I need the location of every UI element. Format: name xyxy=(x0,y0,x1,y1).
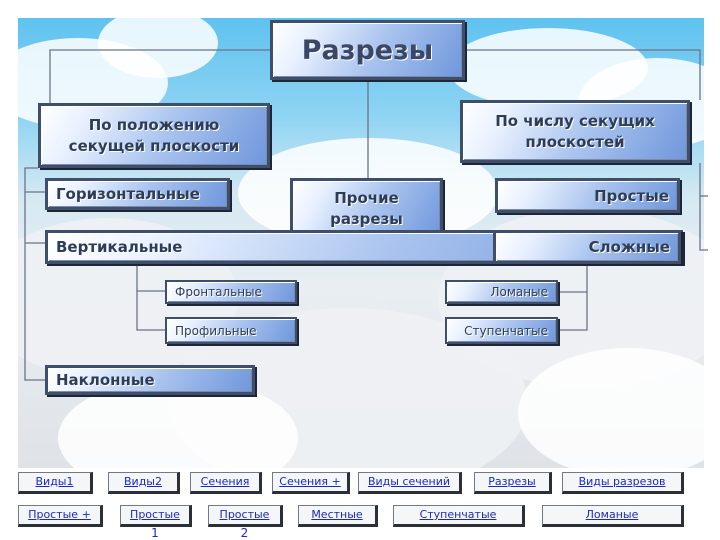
stepped-box: Ступенчатые xyxy=(445,317,558,344)
inclined-box: Наклонные xyxy=(45,365,255,395)
nav-button-lomanye[interactable]: Ломаные xyxy=(542,505,684,527)
frontal-box: Фронтальные xyxy=(165,280,297,304)
nav-link-label[interactable]: Виды2 xyxy=(124,475,162,488)
nav-link-suffix[interactable]: 1 xyxy=(151,526,159,540)
nav-button-razrezy[interactable]: Разрезы xyxy=(474,472,552,494)
complex-box: Сложные xyxy=(493,230,681,264)
nav-link-label[interactable]: Простые xyxy=(219,508,270,521)
diagram-title-box: Разрезы xyxy=(270,20,465,80)
nav-button-vidy1[interactable]: Виды1 xyxy=(18,472,93,494)
nav-link-label[interactable]: Простые xyxy=(130,508,180,521)
nav-button-prostye-2[interactable]: Простые 2 xyxy=(208,505,283,540)
nav-link-label[interactable]: Разрезы xyxy=(488,475,536,488)
diagram-title: Разрезы xyxy=(301,34,434,66)
nav-link-label[interactable]: Виды сечений xyxy=(367,475,451,488)
profile-box: Профильные xyxy=(165,317,297,344)
broken-label: Ломаные xyxy=(490,285,548,299)
simple-box: Простые xyxy=(495,178,680,213)
other-label: Прочие разрезы xyxy=(330,189,403,228)
horizontal-box: Горизонтальные xyxy=(45,178,230,210)
other-box: Прочие разрезы xyxy=(290,178,443,240)
by-count-label: По числу секущих плоскостей xyxy=(495,111,655,151)
nav-button-vidy-razrezov[interactable]: Виды разрезов xyxy=(562,472,684,494)
by-count-box: По числу секущих плоскостей xyxy=(460,100,690,163)
nav-link-label[interactable]: Виды1 xyxy=(35,475,74,488)
nav-link-label[interactable]: Местные xyxy=(311,508,363,521)
inclined-label: Наклонные xyxy=(56,371,155,389)
nav-button-prostye-plus[interactable]: Простые + xyxy=(18,505,103,527)
nav-button-prostye-1[interactable]: Простые 1 xyxy=(120,505,192,540)
nav-button-vidy-secheniy[interactable]: Виды сечений xyxy=(358,472,462,494)
nav-link-label[interactable]: Ломаные xyxy=(585,508,639,521)
by-position-label: По положению секущей плоскости xyxy=(68,115,240,155)
simple-label: Простые xyxy=(594,186,669,205)
nav-button-stupenchatye[interactable]: Ступенчатые xyxy=(393,505,525,527)
nav-link-label[interactable]: Сечения + xyxy=(279,475,341,488)
stepped-label: Ступенчатые xyxy=(464,323,548,338)
nav-button-secheniya[interactable]: Сечения xyxy=(190,472,262,494)
vertical-label: Вертикальные xyxy=(56,238,183,256)
nav-link-suffix[interactable]: 2 xyxy=(240,526,249,540)
nav-link-label[interactable]: Простые + xyxy=(28,508,91,521)
nav-link-label[interactable]: Виды разрезов xyxy=(578,475,666,488)
by-position-box: По положению секущей плоскости xyxy=(38,103,270,168)
complex-label: Сложные xyxy=(588,238,670,256)
nav-link-label[interactable]: Ступенчатые xyxy=(419,508,497,521)
nav-link-label[interactable]: Сечения xyxy=(200,475,250,488)
frontal-label: Фронтальные xyxy=(175,285,262,299)
nav-button-secheniya-plus[interactable]: Сечения + xyxy=(272,472,350,494)
nav-button-vidy2[interactable]: Виды2 xyxy=(108,472,180,494)
broken-box: Ломаные xyxy=(445,280,558,304)
nav-button-mestnye[interactable]: Местные xyxy=(298,505,378,527)
profile-label: Профильные xyxy=(175,323,257,338)
horizontal-label: Горизонтальные xyxy=(56,185,200,203)
